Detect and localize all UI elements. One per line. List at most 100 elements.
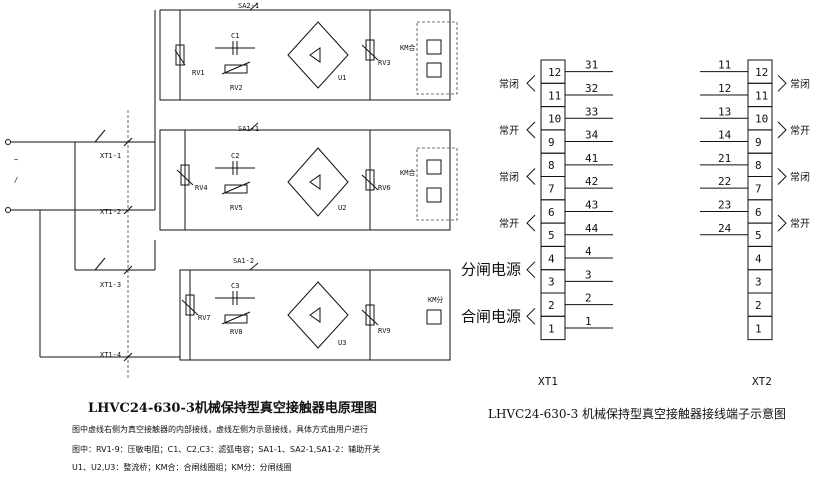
xt2-wire-number: 23	[718, 198, 731, 211]
u2-label: U2	[338, 204, 346, 212]
xt2-group-bracket	[777, 74, 787, 92]
xt2-wire-number: 12	[718, 82, 731, 95]
xt2-group-label: 常闭	[790, 171, 810, 184]
relay-group-3: RV7 SA1-2 C3 RV8 U3 RV9 KM分	[179, 257, 451, 361]
xt1-cell-number: 11	[548, 89, 561, 102]
xt1-group-bracket	[526, 307, 536, 325]
xt2-wire-number: 24	[718, 222, 732, 235]
xt1-cell-number: 7	[548, 183, 555, 196]
xt1-wire-number: 43	[585, 198, 598, 211]
supply-terminal-bottom	[5, 207, 11, 213]
xt2-group-bracket	[777, 214, 787, 232]
rv1-label: RV1	[192, 69, 205, 77]
terminal-marks	[123, 137, 133, 362]
terminal-label-4: XT1-4	[100, 351, 121, 359]
coil-1-label: KM合	[400, 43, 415, 52]
xt1-group-label: 合闸电源	[461, 307, 521, 325]
note-line-1: 图中虚线右侧为真空接触器的内部接线，虚线左侧为示意接线，具体方式由用户进行	[72, 424, 368, 434]
xt2-group-bracket	[777, 121, 787, 139]
relay-group-2: RV4 SA1-1 C2 RV5 U2 RV6 KM合	[159, 122, 458, 231]
xt2-wire-number: 13	[718, 105, 731, 118]
xt1-cell-number: 9	[548, 136, 555, 149]
xt2-cell-number: 1	[755, 322, 762, 335]
xt2-wire-number: 21	[718, 152, 731, 165]
xt1-cell-number: 4	[548, 252, 555, 265]
c3-label: C3	[231, 282, 239, 290]
xt1-group-bracket	[526, 214, 536, 232]
xt2-cell	[747, 315, 773, 341]
rv2-label: RV2	[230, 84, 243, 92]
note-line-3: U1、U2,U3：整流桥；KM合：合闸线圈组；KM分：分闸线圈	[72, 462, 292, 472]
rv8-label: RV8	[230, 328, 243, 336]
xt1-group-bracket	[526, 168, 536, 185]
xt2-label: XT2	[752, 375, 772, 388]
coil-2-label: KM合	[400, 168, 415, 177]
xt1-wire-number: 3	[585, 268, 592, 281]
coil-3-label: KM分	[428, 295, 443, 304]
terminal-label-1: XT1-1	[100, 152, 121, 160]
xt1-group-label: 分闸电源	[461, 261, 521, 279]
xt2-cell-number: 12	[755, 66, 768, 79]
xt2-cell-number: 6	[755, 206, 762, 219]
xt1-wire-number: 32	[585, 82, 598, 95]
xt1-wire-number: 33	[585, 105, 598, 118]
u1-label: U1	[338, 74, 346, 82]
xt2-wire-number: 11	[718, 59, 731, 72]
xt2-group-label: 常开	[790, 124, 810, 137]
terminal-label-3: XT1-3	[100, 281, 121, 289]
rv7-label: RV7	[198, 314, 211, 322]
xt1-cell-number: 5	[548, 229, 555, 242]
xt1-group-label: 常开	[499, 124, 519, 137]
sa1-2-label: SA1-2	[233, 257, 254, 265]
note-line-2: 图中：RV1-9：压敏电阻；C1、C2,C3：滤弧电容；SA1-1、SA2-1,…	[72, 444, 380, 454]
supply-mark-2: /	[14, 176, 18, 184]
xt1-group-label: 常闭	[499, 77, 519, 90]
xt2-cell-number: 5	[755, 229, 762, 242]
sa1-1-label: SA1-1	[238, 125, 259, 133]
schematic: ~ / XT1-1 XT1-2 XT1-3 XT1-4	[5, 2, 458, 472]
xt1-wire-number: 2	[585, 292, 592, 305]
xt1-wire-number: 34	[585, 129, 599, 142]
supply-mark-1: ~	[14, 156, 18, 164]
xt2-cell-number: 4	[755, 252, 762, 265]
xt1-cell-number: 8	[548, 159, 555, 172]
xt1-group-bracket	[526, 121, 536, 139]
xt1-cell-number: 2	[548, 299, 555, 312]
rv6-label: RV6	[378, 184, 391, 192]
xt2-group-bracket	[777, 168, 787, 185]
xt1-cell-number: 10	[548, 113, 561, 126]
xt1-wire-number: 31	[585, 59, 598, 72]
xt1-group-label: 常闭	[499, 171, 519, 184]
xt1-wire-number: 1	[585, 315, 592, 328]
xt2-cell-number: 9	[755, 136, 762, 149]
xt1-label: XT1	[538, 375, 558, 388]
xt2-cell-number: 3	[755, 276, 762, 289]
wiring-title: LHVC24-630-3 机械保持型真空接触器接线端子示意图	[488, 406, 786, 421]
xt2-cell-number: 10	[755, 113, 768, 126]
c1-label: C1	[231, 32, 239, 40]
xt2-group-label: 常闭	[790, 77, 810, 90]
xt1-cell-number: 1	[548, 322, 555, 335]
sa2-1-label: SA2-1	[238, 2, 259, 10]
terminal-label-2: XT1-2	[100, 208, 121, 216]
xt1-cell-number: 6	[548, 206, 555, 219]
xt2-wire-number: 14	[718, 129, 732, 142]
xt1-wire-number: 42	[585, 175, 598, 188]
xt2-cell-number: 11	[755, 89, 768, 102]
rv3-label: RV3	[378, 59, 391, 67]
u3-label: U3	[338, 339, 346, 347]
xt2-cell-number: 7	[755, 183, 762, 196]
xt1-group-label: 常开	[499, 217, 519, 230]
rv9-label: RV9	[378, 327, 391, 335]
schematic-title: LHVC24-630-3机械保持型真空接触器电原理图	[88, 400, 377, 416]
rv5-label: RV5	[230, 204, 243, 212]
xt2-cell-number: 2	[755, 299, 762, 312]
manual-switch-1	[94, 129, 106, 143]
manual-switch-2	[94, 257, 106, 271]
